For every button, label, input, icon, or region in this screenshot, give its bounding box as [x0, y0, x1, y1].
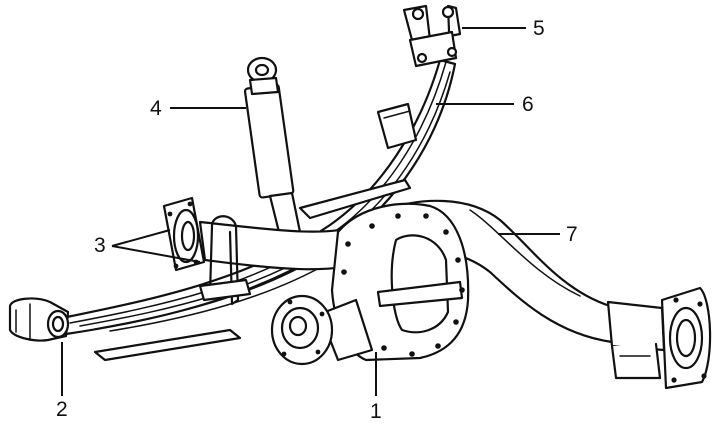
- left-axle-flange: [162, 196, 206, 272]
- shock-absorber: [243, 56, 302, 238]
- callout-3: 3: [94, 234, 106, 257]
- callout-labels: 1 2 3 4 5 6 7: [56, 17, 578, 423]
- callout-6: 6: [522, 93, 534, 116]
- callout-1: 1: [370, 400, 382, 423]
- callout-5: 5: [533, 17, 545, 40]
- leader-3a: [111, 229, 171, 247]
- callout-2: 2: [56, 398, 68, 421]
- callout-4: 4: [150, 97, 162, 120]
- callout-leaders: [61, 27, 560, 396]
- leader-3b: [111, 245, 201, 263]
- right-axle-flange: [660, 286, 712, 390]
- final-drive-differential: [318, 202, 470, 362]
- pinion-flange: [270, 294, 334, 366]
- spring-rear-eye: [8, 297, 70, 342]
- leaf-spring: [60, 58, 457, 362]
- spring-shackle: [402, 4, 462, 68]
- callout-7: 7: [566, 223, 578, 246]
- u-bolts: [198, 215, 252, 306]
